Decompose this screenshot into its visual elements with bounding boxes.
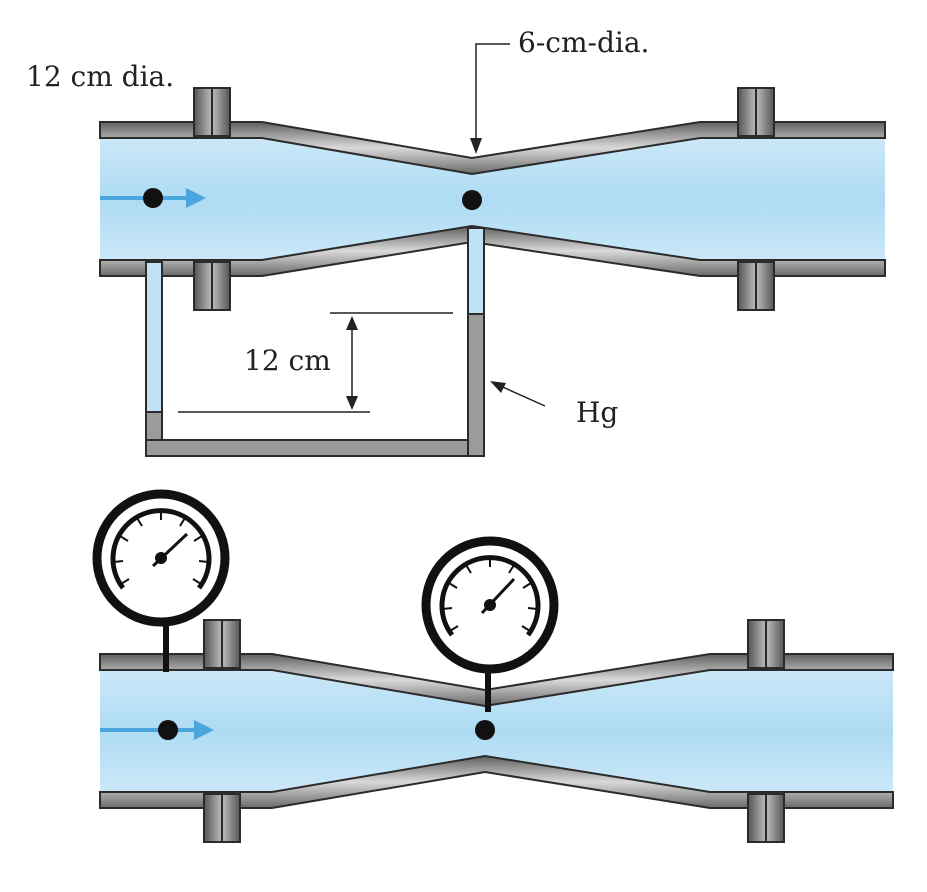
hg-leader-arrow [490,381,546,407]
pipe-wall-bottom-upper [99,653,894,708]
fluid-label: Hg [576,396,618,429]
pipe-wall-top-upper [99,121,886,176]
pressure-tap-dot-icon [462,190,482,210]
pressure-tap-dot-icon [475,720,495,740]
venturi-with-manometer: 12 cm dia. 6-cm-dia. 12 cm Hg [26,26,886,457]
throat-leader-arrow [470,43,510,154]
water-flow-bottom [100,670,893,792]
inlet-diameter-label: 12 cm dia. [26,60,174,93]
throat-diameter-label: 6-cm-dia. [518,26,649,59]
height-dimension-arrow [346,316,358,410]
pressure-tap-dot-icon [143,188,163,208]
pressure-gauge-icon [92,489,230,627]
pressure-tap-dot-icon [158,720,178,740]
pressure-gauge-icon [421,536,559,674]
u-tube-manometer [145,227,485,457]
water-flow-top [100,138,885,262]
flow-arrow-icon [100,720,214,740]
manometer-height-label: 12 cm [244,344,331,377]
venturi-with-gauges [92,489,894,843]
